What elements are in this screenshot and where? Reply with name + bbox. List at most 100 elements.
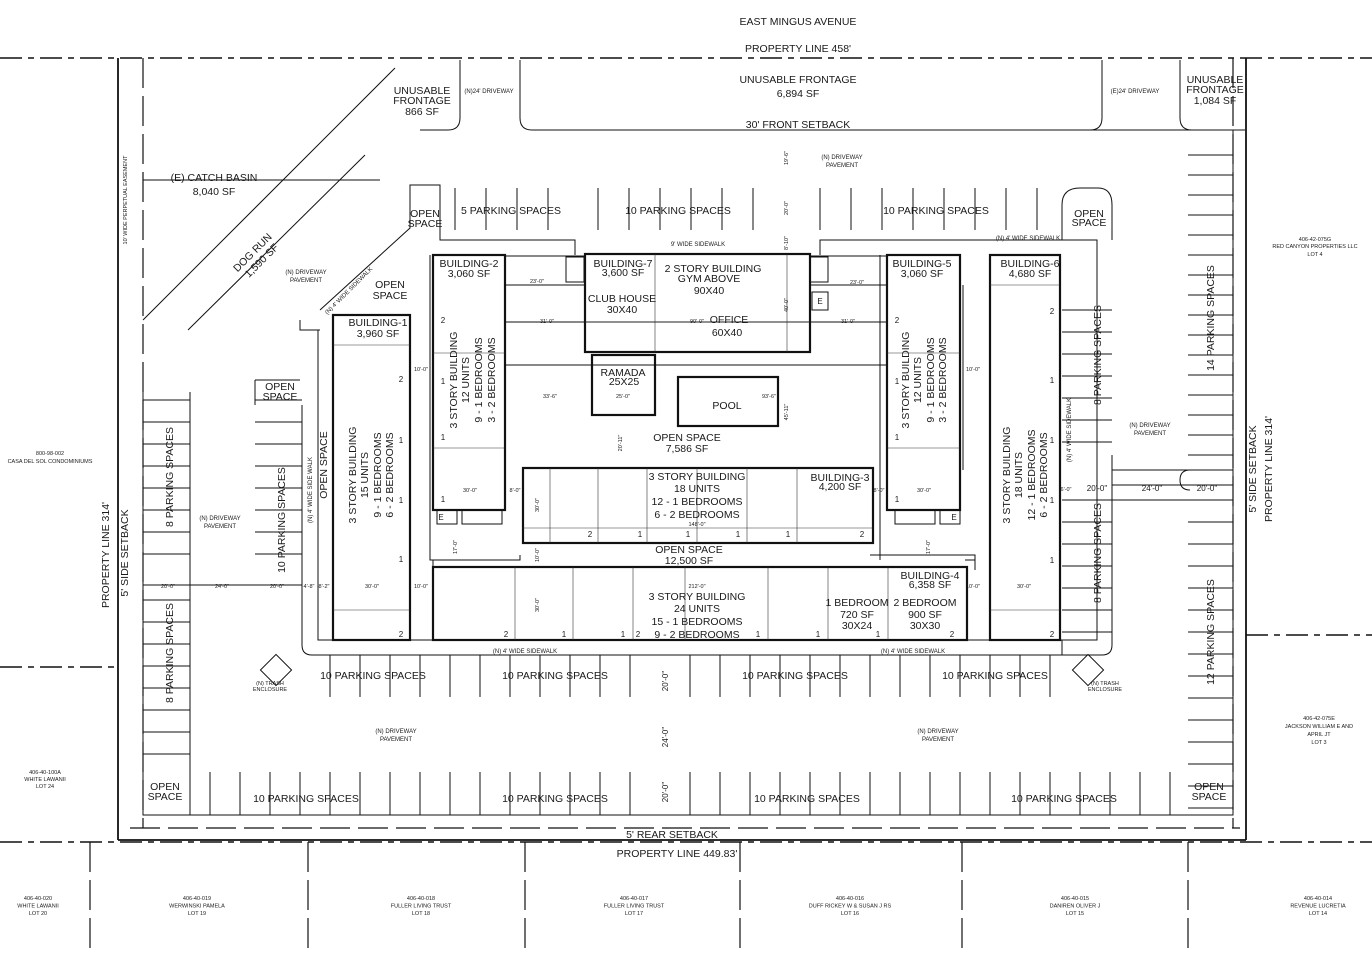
dimension: 33'-6" — [543, 394, 557, 400]
dimension: 10'-0" — [535, 548, 541, 562]
unusable-frontage-left: FRONTAGE — [393, 95, 451, 107]
parcel-owner: APRIL JT — [1307, 732, 1331, 738]
dimension: 8'-2" — [319, 584, 330, 590]
unit-count: 1 — [441, 433, 446, 442]
building-2-area: 3,060 SF — [448, 268, 491, 280]
building-1-name: BUILDING-1 — [349, 317, 408, 329]
parcel-lot: LOT 3 — [1311, 740, 1326, 746]
parcel-number: 800-98-002 — [36, 451, 64, 457]
parking-label: 12 PARKING SPACES — [1205, 579, 1217, 685]
building-5-desc: 3 - 2 BEDROOMS — [937, 337, 949, 422]
building-6-desc: 18 UNITS — [1013, 452, 1025, 498]
dimension: 24'-0" — [215, 584, 229, 590]
parcel-lot: LOT 17 — [625, 911, 643, 917]
parcel-lot: LOT 4 — [1307, 252, 1322, 258]
unit-count: 1 — [399, 496, 404, 505]
catch-basin-label: (E) CATCH BASIN — [171, 172, 258, 184]
elevator-label: E — [438, 513, 443, 522]
building-2-desc: 3 - 2 BEDROOMS — [486, 337, 498, 422]
unit-count: 1 — [399, 436, 404, 445]
stair-b2-icon — [461, 509, 503, 525]
unit-count: 1 — [562, 630, 567, 639]
unit-count: 1 — [756, 630, 761, 639]
dimension: 6'-0" — [1061, 487, 1072, 493]
unit-count: 2 — [860, 530, 865, 539]
parcel-owner: CASA DEL SOL CONDOMINIUMS — [8, 459, 93, 465]
building-4-name: BUILDING-4 — [901, 570, 960, 582]
unit-count: 1 — [1050, 496, 1055, 505]
dimension: 20'-0" — [1087, 484, 1108, 493]
building-6-desc: 12 - 1 BEDROOMS — [1026, 429, 1038, 520]
parking-label: 14 PARKING SPACES — [1205, 265, 1217, 371]
building-3-area: 4,200 SF — [819, 481, 862, 493]
paving-outline — [142, 60, 1245, 816]
building-4-desc: 15 - 1 BEDROOMS — [651, 616, 742, 628]
dimension: 30'-0" — [535, 598, 541, 612]
parcel-lot: LOT 20 — [29, 911, 47, 917]
building-7-area: 3,600 SF — [602, 267, 645, 279]
open-space-south-label: OPEN SPACE — [655, 544, 723, 556]
dimension: 10'-0" — [414, 367, 428, 373]
dimension: 20'-0" — [661, 671, 670, 692]
stair-b5-icon — [894, 509, 936, 525]
dimension: 8'-0" — [874, 488, 885, 494]
unit-count: 1 — [895, 377, 900, 386]
building-4-desc: 24 UNITS — [674, 603, 720, 615]
parcel-number: 406-40-016 — [836, 896, 864, 902]
building-4-desc: 9 - 2 BEDROOMS — [654, 629, 739, 641]
parcel-owner: JACKSON WILLIAM E AND — [1285, 724, 1353, 730]
office-size: 60X40 — [712, 327, 743, 339]
building-6-desc: 3 STORY BUILDING — [1001, 427, 1013, 524]
building-1-area: 3,960 SF — [357, 328, 400, 340]
open-space-label: OPEN — [1194, 781, 1224, 793]
driveway-pavement-label: (N) DRIVEWAY — [821, 155, 862, 161]
elevator-label: E — [817, 297, 822, 306]
unit-2br-label: 2 BEDROOM — [893, 597, 956, 609]
trash-enclosure-label: ENCLOSURE — [1088, 687, 1123, 693]
driveway-label: (N)24' DRIVEWAY — [464, 89, 513, 95]
catch-basin-area: 8,040 SF — [193, 186, 236, 198]
stair-b7-west-icon — [565, 256, 585, 283]
parcel-number: 406-40-014 — [1304, 896, 1332, 902]
building-2-desc: 9 - 1 BEDROOMS — [473, 337, 485, 422]
dimension: 8'-0" — [510, 488, 521, 494]
dimension: 30'-0" — [463, 488, 477, 494]
unit-count: 2 — [399, 375, 404, 384]
open-space-label: SPACE — [148, 791, 183, 803]
building-3-name: BUILDING-3 — [811, 472, 870, 484]
building-3-desc: 12 - 1 BEDROOMS — [651, 496, 742, 508]
parcel-owner: WERWINSKI PAMELA — [169, 904, 225, 910]
dimension: 17'-0" — [453, 540, 459, 554]
pool-label: POOL — [712, 400, 741, 412]
parcel-number: 406-40-015 — [1061, 896, 1089, 902]
building-4-area: 6,358 SF — [909, 579, 952, 591]
driveway-pavement-label: PAVEMENT — [204, 524, 236, 530]
driveway-pavement-label: PAVEMENT — [922, 737, 954, 743]
building-5-name: BUILDING-5 — [893, 258, 952, 270]
office-label: OFFICE — [710, 314, 749, 326]
dimension: 8'-10" — [784, 236, 790, 250]
unit-count: 1 — [895, 433, 900, 442]
trash-enclosure-west — [259, 653, 293, 687]
open-space-center-area: 7,586 SF — [666, 443, 709, 455]
unit-1br-label: 1 BEDROOM — [825, 597, 888, 609]
driveway-pavement-label: PAVEMENT — [1134, 431, 1166, 437]
unit-count: 1 — [876, 630, 881, 639]
open-space-label: OPEN — [1074, 208, 1104, 220]
parcel-owner: DUFF RICKEY W & SUSAN J RS — [809, 904, 892, 910]
dimension: 24'-0" — [1142, 484, 1163, 493]
building-1-desc: 3 STORY BUILDING — [347, 427, 359, 524]
dimension: 20'-0" — [1197, 484, 1218, 493]
open-space-label: SPACE — [1192, 791, 1227, 803]
parcel-number: 406-40-019 — [183, 896, 211, 902]
building-4-desc: 3 STORY BUILDING — [649, 591, 746, 603]
dimension: 20'-0" — [161, 584, 175, 590]
building-1-desc: 15 UNITS — [359, 452, 371, 498]
unit-count: 1 — [1050, 556, 1055, 565]
unit-1br-size: 30X24 — [842, 620, 873, 632]
sidewalk-label: (N) 4' WIDE SIDE WALK — [308, 457, 314, 523]
dimension: 30'-0" — [917, 488, 931, 494]
building-6-desc: 6 - 2 BEDROOMS — [1038, 432, 1050, 517]
